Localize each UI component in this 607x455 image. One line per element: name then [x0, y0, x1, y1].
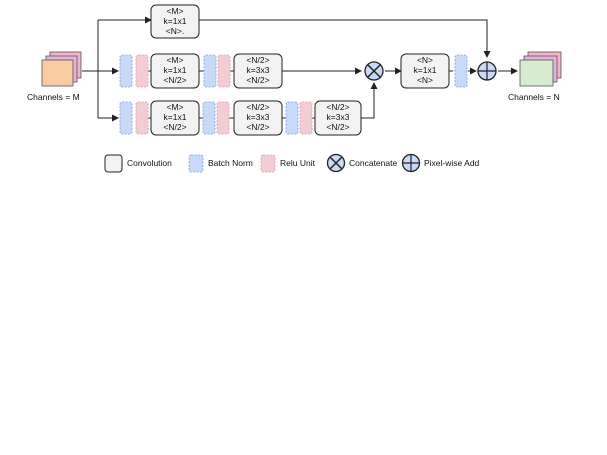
input-front-face — [41, 59, 74, 87]
conv-kernel: k=3x3 — [247, 112, 270, 122]
conv-in-channels: <M> — [166, 55, 183, 65]
conv-in-channels: <N/2> — [326, 102, 349, 112]
legend-label: Concatenate — [349, 158, 397, 168]
conv-out-channels: <N>. — [166, 26, 184, 36]
batch-norm-layer — [203, 54, 217, 88]
legend-item-batch-norm: Batch Norm — [188, 154, 253, 173]
batch-norm-layer — [285, 101, 299, 135]
conv-block-top: <M> k=1x1 <N>. — [150, 4, 200, 39]
connector-lines — [82, 16, 518, 122]
conv-in-channels: <M> — [166, 6, 183, 16]
legend: Convolution Batch Norm Relu Unit Concate… — [104, 153, 480, 173]
batch-norm-layer — [202, 101, 216, 135]
relu-layer — [135, 101, 149, 135]
pixel-add-node — [477, 61, 497, 81]
batch-norm-layers — [119, 54, 468, 135]
conv-out-channels: <N/2> — [326, 122, 349, 132]
conv-kernel: k=1x1 — [164, 16, 187, 26]
relu-layer — [216, 101, 230, 135]
conv-in-channels: <N> — [417, 55, 433, 65]
legend-item-pixel-add: Pixel-wise Add — [401, 153, 480, 173]
conv-kernel: k=3x3 — [247, 65, 270, 75]
conv-block-branch2-c: <N/2> k=3x3 <N/2> — [314, 100, 362, 136]
output-front-face — [519, 59, 554, 87]
batch-norm-layer — [119, 101, 133, 135]
conv-kernel: k=1x1 — [164, 112, 187, 122]
conv-in-channels: <N/2> — [246, 102, 269, 112]
convolution-swatch — [104, 154, 123, 173]
concatenate-icon — [326, 153, 346, 173]
legend-label: Pixel-wise Add — [424, 158, 480, 168]
conv-out-channels: <N/2> — [246, 122, 269, 132]
output-label: Channels = N — [508, 92, 560, 102]
legend-item-concatenate: Concatenate — [326, 153, 397, 173]
pixel-add-icon — [401, 153, 421, 173]
legend-label: Batch Norm — [208, 158, 253, 168]
batch-norm-layer — [119, 54, 133, 88]
skip-connection — [199, 19, 491, 58]
conv-out-channels: <N/2> — [163, 122, 186, 132]
conv-kernel: k=3x3 — [327, 112, 350, 122]
conv-out-channels: <N/2> — [246, 75, 269, 85]
legend-item-convolution: Convolution — [104, 154, 172, 173]
conv-kernel: k=1x1 — [414, 65, 437, 75]
conv-block-branch1-b: <N/2> k=3x3 <N/2> — [233, 53, 283, 89]
conv-block-branch2-b: <N/2> k=3x3 <N/2> — [233, 100, 283, 136]
concatenate-node — [364, 61, 384, 81]
input-label: Channels = M — [27, 92, 80, 102]
conv-block-branch1-a: <M> k=1x1 <N/2> — [150, 53, 200, 89]
input-tensor: Channels = M — [27, 51, 82, 102]
conv-kernel: k=1x1 — [164, 65, 187, 75]
branch2-out — [361, 82, 378, 119]
conv-in-channels: <M> — [166, 102, 183, 112]
conv-out-channels: <N> — [417, 75, 433, 85]
conv-out-channels: <N/2> — [163, 75, 186, 85]
legend-item-relu: Relu Unit — [260, 154, 316, 173]
legend-label: Relu Unit — [280, 158, 316, 168]
relu-layer — [135, 54, 149, 88]
relu-layers — [135, 54, 313, 135]
batch-norm-swatch — [188, 154, 204, 173]
conv-block-branch2-a: <M> k=1x1 <N/2> — [150, 100, 200, 136]
relu-swatch — [260, 154, 276, 173]
output-tensor: Channels = N — [508, 51, 562, 102]
conv-block-post-concat: <N> k=1x1 <N> — [400, 53, 450, 89]
relu-layer — [299, 101, 313, 135]
conv-in-channels: <N/2> — [246, 55, 269, 65]
relu-layer — [217, 54, 231, 88]
batch-norm-layer — [454, 54, 468, 88]
legend-label: Convolution — [127, 158, 172, 168]
